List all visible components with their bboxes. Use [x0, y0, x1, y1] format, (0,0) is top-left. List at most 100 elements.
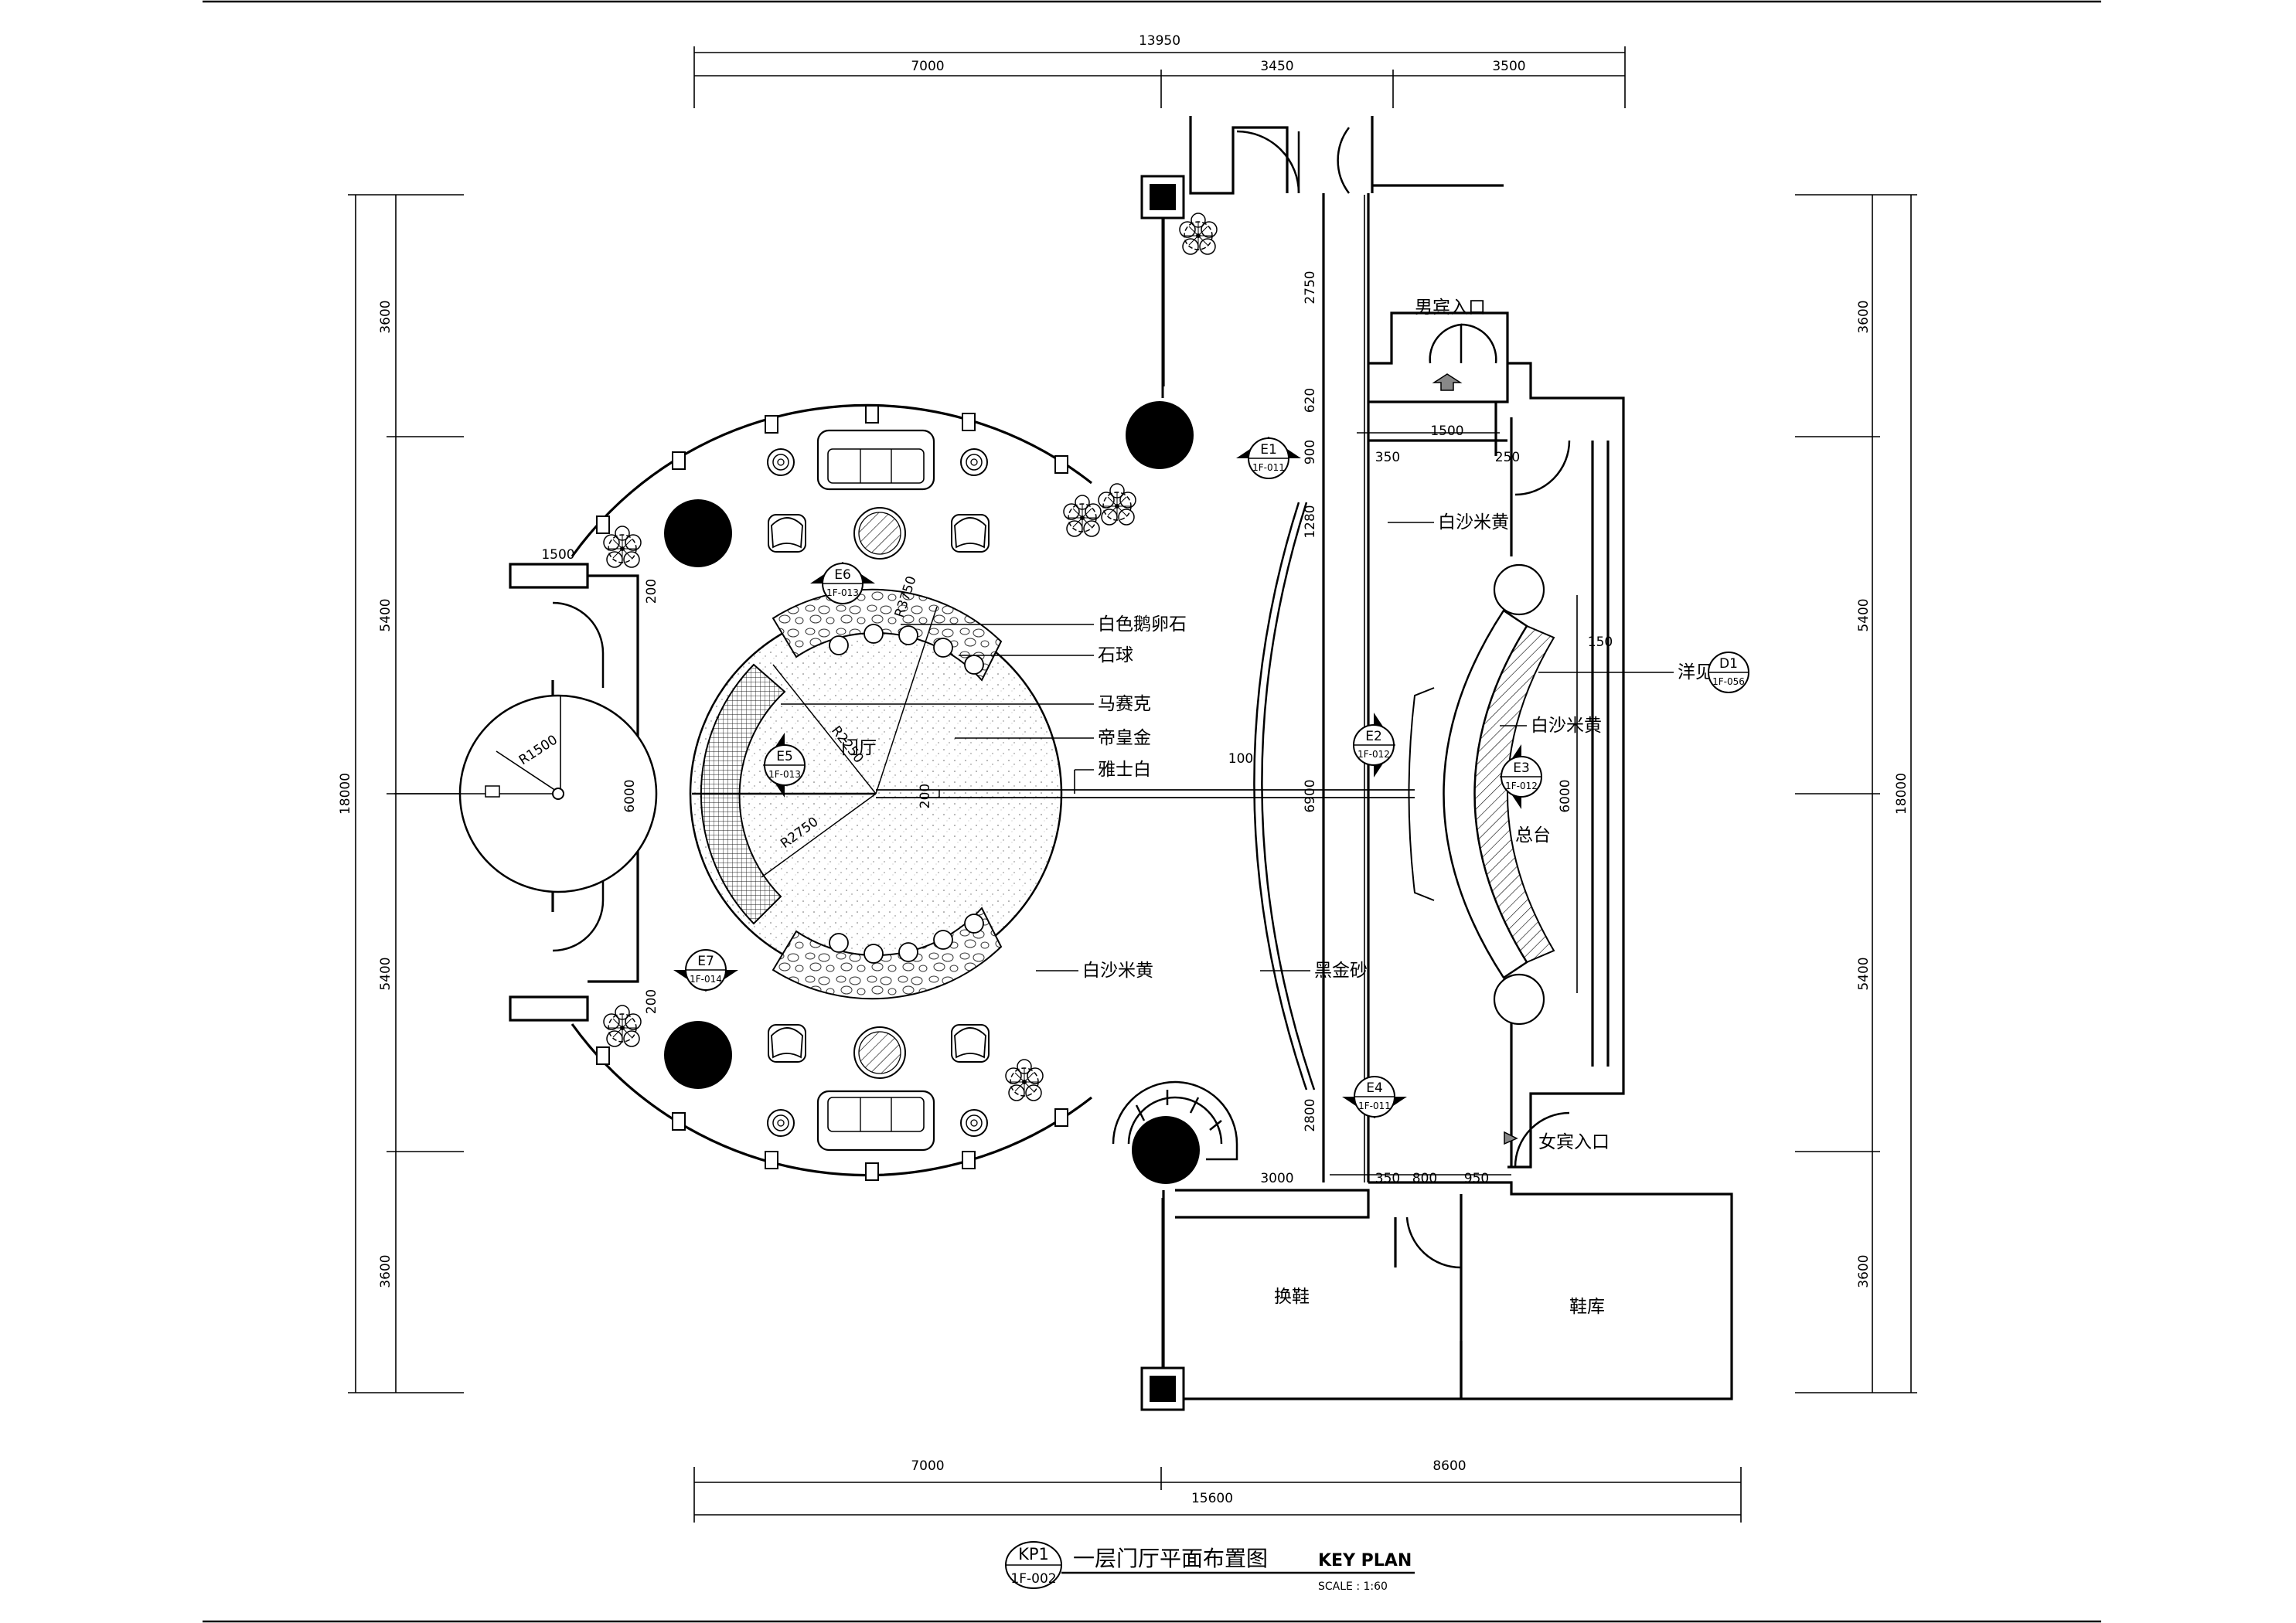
dim-6900: 6900 — [1303, 779, 1318, 812]
title-block: KP1 1F-002 一层门厅平面布置图 KEY PLAN SCALE : 1:… — [1005, 1541, 1415, 1593]
e3-ref: 1F-012 — [1505, 781, 1538, 791]
plant-bottom-right — [1005, 1059, 1044, 1101]
label-women-entrance: 女宾入口 — [1538, 1132, 1610, 1152]
dim-200-axis: 200 — [918, 784, 933, 808]
dim-100-band: 100 — [1228, 751, 1253, 767]
d1-ref: 1F-056 — [1712, 676, 1745, 687]
dim-left-3: 5400 — [378, 957, 393, 990]
corner-pillars — [1140, 175, 1185, 1411]
dim-350-men: 350 — [1375, 450, 1400, 465]
elevation-tag-e1: E1 1F-011 — [1236, 437, 1301, 479]
curved-band — [1253, 502, 1316, 1091]
title-en: KEY PLAN — [1318, 1551, 1412, 1570]
dim-150-right: 150 — [1588, 635, 1613, 650]
label-mosaic: 马赛克 — [1098, 694, 1151, 714]
e4-ref: 1F-011 — [1358, 1101, 1391, 1111]
dim-left-2: 5400 — [378, 598, 393, 631]
plant-top-right-1 — [1063, 495, 1102, 537]
e2-ref: 1F-012 — [1358, 749, 1390, 760]
d1-tag: D1 — [1719, 656, 1738, 672]
e4-tag: E4 — [1366, 1080, 1383, 1096]
dim-2800: 2800 — [1303, 1098, 1318, 1131]
label-lobby: 门厅 — [841, 738, 877, 758]
elevation-tag-e3: E3 1F-012 — [1500, 744, 1542, 809]
e7-ref: 1F-014 — [690, 974, 722, 985]
e1-tag: E1 — [1260, 442, 1277, 458]
dim-900: 900 — [1303, 440, 1318, 464]
dim-350-bottom: 350 — [1375, 1171, 1400, 1186]
e5-tag: E5 — [776, 749, 793, 764]
dim-250-men: 250 — [1495, 450, 1520, 465]
dim-right-3: 5400 — [1856, 957, 1872, 990]
dim-left-total: 18000 — [338, 773, 353, 815]
dim-620: 620 — [1303, 388, 1318, 413]
dim-left-1: 3600 — [378, 300, 393, 333]
dim-200-left: 200 — [644, 579, 659, 604]
e6-ref: 1F-013 — [826, 587, 859, 598]
dim-top-total: 13950 — [1139, 33, 1180, 49]
dim-right-4: 3600 — [1856, 1254, 1872, 1288]
e3-tag: E3 — [1513, 760, 1530, 776]
detail-tag-d1: D1 1F-056 — [1708, 652, 1749, 693]
axis-line — [876, 789, 1415, 798]
elevation-tag-e6: E6 1F-013 — [810, 562, 875, 604]
title-scale: SCALE : 1:60 — [1318, 1580, 1388, 1593]
left-round-room — [394, 694, 658, 893]
lamp-top-right — [960, 448, 988, 476]
label-shoe-store: 鞋库 — [1569, 1297, 1605, 1317]
label-jazz-white: 雅士白 — [1098, 760, 1151, 780]
black-columns — [664, 401, 1200, 1184]
e1-ref: 1F-011 — [1252, 462, 1285, 473]
interior-dim-lines — [510, 195, 1578, 1182]
lamp-bottom-right — [960, 1109, 988, 1137]
label-bai-sha-2: 白沙米黄 — [1531, 716, 1602, 736]
label-pebble: 白色鹅卵石 — [1098, 614, 1187, 635]
dim-right-2: 5400 — [1856, 598, 1872, 631]
title-sheet-no: 1F-002 — [1010, 1571, 1056, 1587]
label-reception: 总台 — [1515, 825, 1551, 846]
label-see-detail: 洋见 — [1678, 662, 1713, 682]
dim-top-1: 7000 — [911, 59, 944, 74]
elevation-tag-e7: E7 1F-014 — [673, 949, 738, 992]
dim-3000-bottom: 3000 — [1260, 1171, 1293, 1186]
lamp-top-left — [767, 448, 795, 476]
label-bai-sha-1: 白沙米黄 — [1438, 512, 1509, 532]
armchair-bottom-left — [768, 1024, 806, 1063]
dim-200-left-2: 200 — [644, 989, 659, 1014]
e7-tag: E7 — [697, 954, 714, 969]
armchair-top-right — [951, 514, 990, 553]
elevation-tag-e5: E5 1F-013 — [763, 733, 806, 798]
dim-1500-men: 1500 — [1430, 424, 1463, 439]
e2-tag: E2 — [1365, 729, 1382, 744]
e5-ref: 1F-013 — [768, 769, 801, 780]
sofa-top — [816, 429, 935, 491]
lounge-posts — [596, 405, 1068, 1181]
elevation-tag-e2: E2 1F-012 — [1353, 713, 1395, 777]
top-dimensions — [693, 46, 1626, 108]
armchair-top-left — [768, 514, 806, 553]
men-entrance-arrow-icon — [1432, 373, 1463, 391]
dim-bottom-total: 15600 — [1191, 1491, 1233, 1506]
label-bai-sha-3: 白沙米黄 — [1082, 961, 1153, 981]
dim-right-total: 18000 — [1894, 773, 1909, 815]
dim-left-4: 3600 — [378, 1254, 393, 1288]
dim-top-2: 3450 — [1260, 59, 1293, 74]
reception-desk — [1408, 563, 1555, 1026]
dim-top-3: 3500 — [1492, 59, 1525, 74]
dim-6000-left: 6000 — [622, 779, 638, 812]
spiral-stair — [1112, 1080, 1238, 1161]
stone-balls — [829, 624, 984, 964]
sofa-bottom — [816, 1090, 935, 1152]
elevation-tag-e4: E4 1F-011 — [1342, 1076, 1407, 1118]
label-emperor-gold: 帝皇金 — [1098, 728, 1151, 748]
leader-lines — [781, 522, 1674, 971]
dim-bottom-2: 8600 — [1432, 1458, 1466, 1474]
plant-left-bottom — [603, 1005, 642, 1047]
women-entrance-arrow-icon — [1504, 1131, 1518, 1145]
dim-800-bottom: 800 — [1412, 1171, 1437, 1186]
dim-1280: 1280 — [1303, 505, 1318, 538]
dim-right-1: 3600 — [1856, 300, 1872, 333]
e6-tag: E6 — [834, 567, 851, 583]
plant-top-corridor — [1179, 213, 1218, 255]
